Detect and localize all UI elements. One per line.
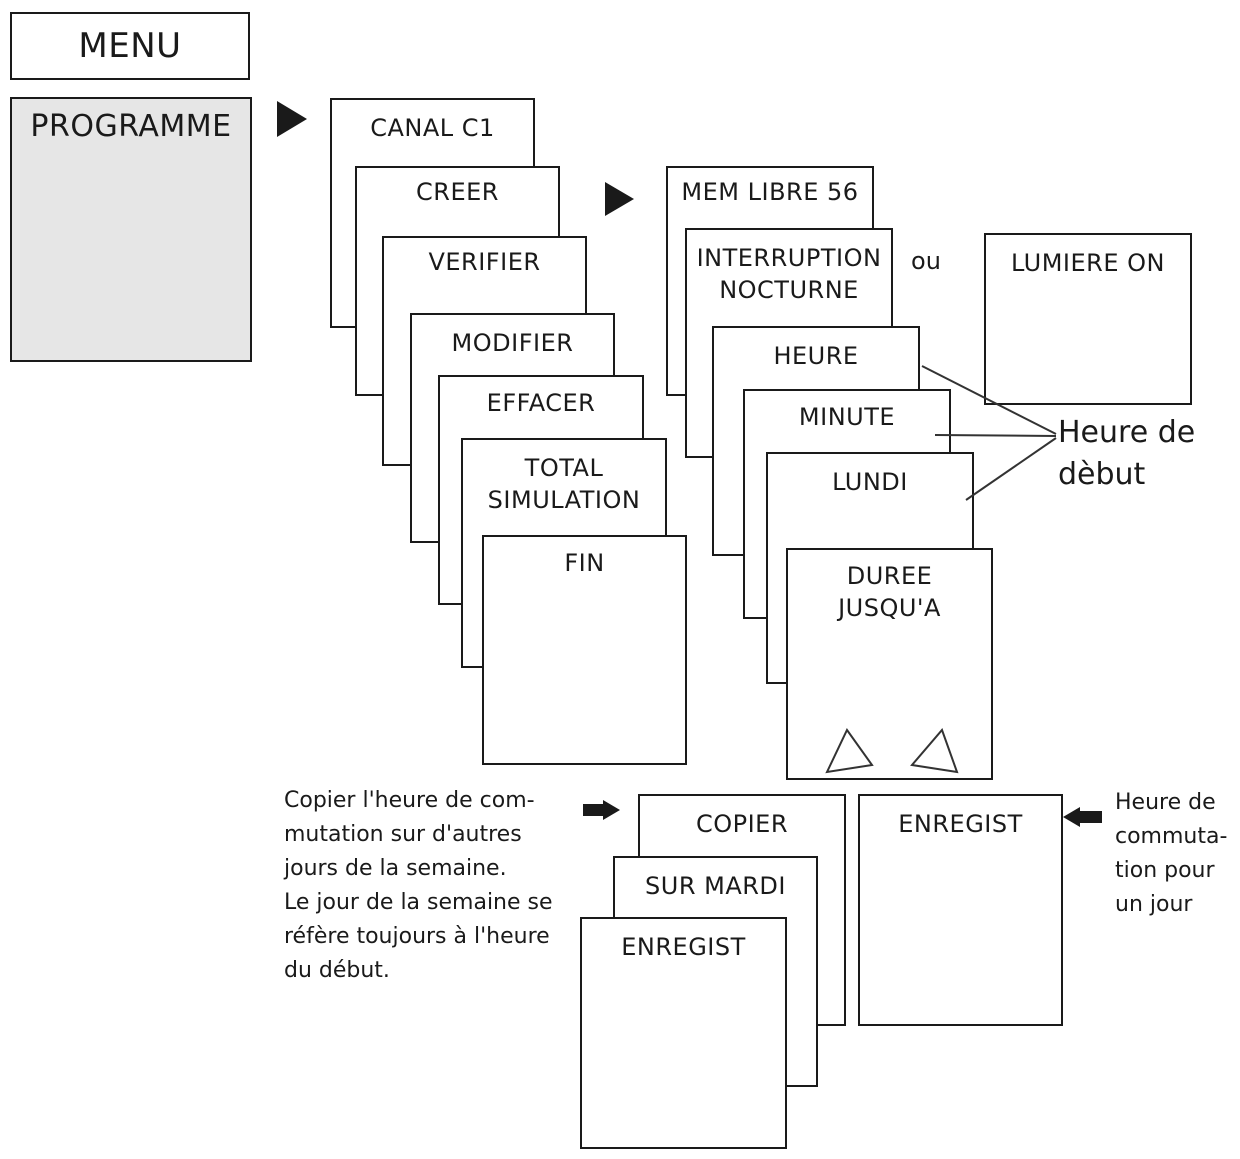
creer-label: CREER [416, 178, 499, 206]
or-label: ou [911, 247, 941, 275]
left-arrow-icon [1063, 807, 1102, 827]
switch-note: Heure de commuta- tion pour un jour [1115, 790, 1228, 917]
arrow-right-icon [277, 101, 307, 137]
sur-mardi-label: SUR MARDI [645, 872, 786, 900]
duree-jusqua-label: DUREE JUSQU'A [838, 562, 941, 622]
enregist-label: ENREGIST [898, 810, 1023, 838]
interruption-nocturne-label: INTERRUPTION NOCTURNE [696, 244, 882, 304]
copier-label: COPIER [695, 810, 789, 838]
modifier-label: MODIFIER [451, 329, 574, 357]
right-arrow-icon [583, 800, 620, 820]
copy-note: Copier l'heure de com- mutation sur d'au… [284, 788, 553, 983]
enregist-copy-card[interactable]: ENREGIST [580, 917, 787, 1149]
enregist-copy-label: ENREGIST [621, 933, 746, 961]
menu-label: MENU [78, 26, 182, 66]
enregist-card[interactable]: ENREGIST [858, 794, 1063, 1026]
total-simulation-label: TOTAL SIMULATION [487, 454, 641, 514]
canal-c1-label: CANAL C1 [370, 114, 495, 142]
lumiere-on-card[interactable]: LUMIERE ON [984, 233, 1192, 405]
duree-jusqua-card[interactable]: DUREE JUSQU'A [786, 548, 993, 780]
programme-label: PROGRAMME [30, 109, 232, 144]
fin-card[interactable]: FIN [482, 535, 687, 765]
start-time-label: Heure de dèbut [1058, 415, 1196, 492]
lumiere-on-label: LUMIERE ON [1010, 249, 1165, 277]
heure-label: HEURE [773, 342, 859, 370]
lundi-label: LUNDI [832, 468, 908, 496]
menu-box[interactable]: MENU [10, 12, 250, 80]
mem-libre-label: MEM LIBRE 56 [681, 178, 859, 206]
fin-label: FIN [564, 549, 605, 577]
verifier-label: VERIFIER [428, 248, 541, 276]
minute-label: MINUTE [798, 403, 896, 431]
effacer-label: EFFACER [486, 389, 596, 417]
programme-box[interactable]: PROGRAMME [10, 97, 252, 362]
arrow-right-icon [605, 182, 634, 216]
